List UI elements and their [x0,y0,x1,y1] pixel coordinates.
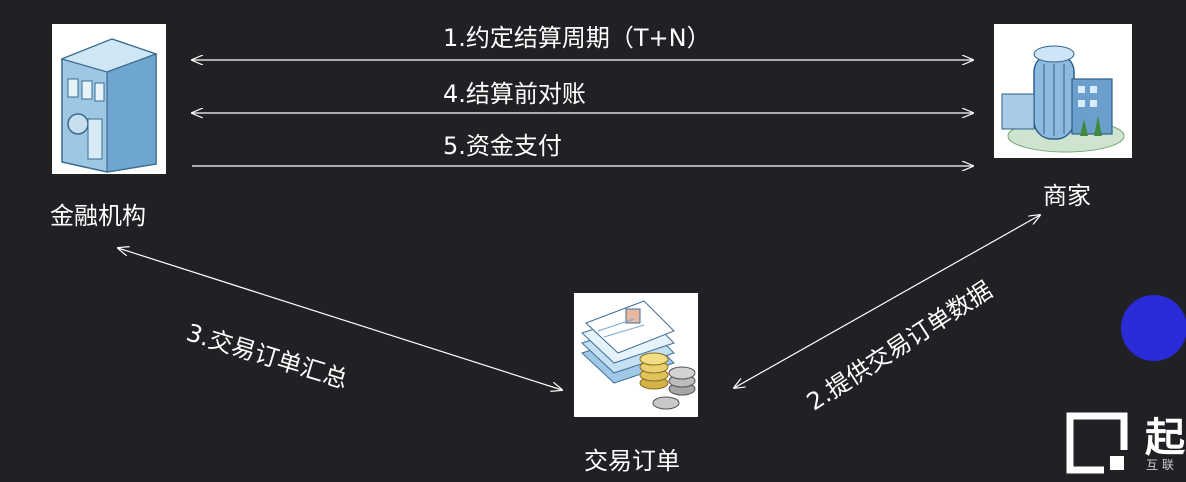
edge-label-reconcile: 4.结算前对账 [443,80,586,108]
accent-dot [1121,295,1186,361]
watermark-sub-text: 互 联 [1146,458,1174,472]
merchant-label: 商家 [1043,182,1091,210]
edge-label-payment: 5.资金支付 [443,132,562,160]
watermark-logo-text: 起 [1145,415,1185,461]
office-building-icon [1001,45,1125,153]
documents-coins-icon [581,300,696,410]
transaction-orders-label: 交易订单 [584,447,680,475]
arrow-provide-data [734,215,1040,388]
edge-label-settlement-cycle: 1.约定结算周期（T+N） [443,24,711,52]
transaction-orders-node [574,293,698,417]
bank-building-icon [60,38,158,173]
financial-institution-node [52,24,166,174]
arrow-order-summary [118,248,562,390]
financial-institution-label: 金融机构 [50,202,146,230]
merchant-node [994,24,1132,158]
watermark-logo-icon [1066,412,1128,474]
